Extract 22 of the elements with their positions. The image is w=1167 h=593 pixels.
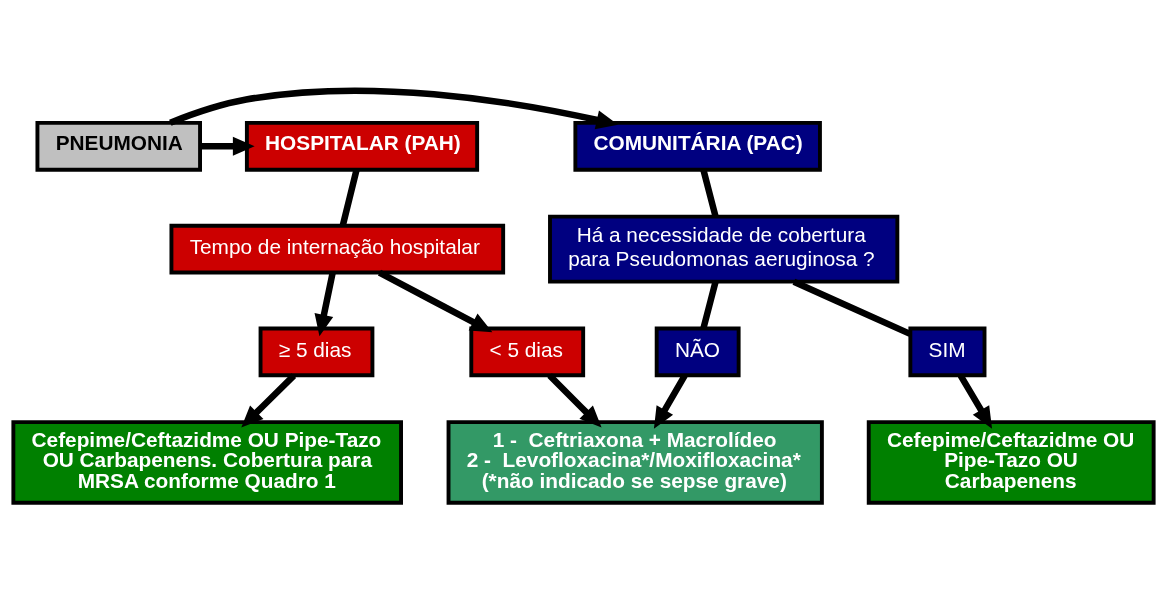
- connector: [700, 281, 719, 329]
- arrow: [169, 87, 619, 130]
- arrow: [314, 272, 336, 337]
- node-box: < 5 dias: [469, 326, 586, 378]
- connector: [339, 169, 360, 227]
- arrow: [377, 269, 493, 333]
- arrow: [547, 373, 602, 428]
- node-box: COMUNITÁRIA (PAC): [573, 120, 822, 172]
- arrow: [241, 373, 297, 428]
- node-box: Há a necessidade de cobertura para Pseudomonas aeruginosa ?: [548, 214, 900, 284]
- node-box: 1 - Ceftriaxona + Macrolídeo 2 - Levofloxacina*/Moxifloxacina* (*não indicado se sepse grave): [446, 420, 824, 505]
- node-box: Tempo de internação hospitalar: [169, 223, 506, 275]
- connector: [792, 278, 912, 337]
- arrow: [200, 136, 255, 156]
- node-box: ≥ 5 dias: [258, 326, 375, 378]
- node-box: Cefepime/Ceftazidme OU Pipe-Tazo OU Carbapenens. Cobertura para MRSA conforme Quadro 1: [11, 420, 403, 505]
- node-box: Cefepime/Ceftazidme OU Pipe-Tazo OU Carbapenens: [866, 420, 1156, 505]
- connector: [700, 169, 719, 218]
- node-box: SIM: [908, 326, 987, 378]
- node-box: PNEUMONIA: [35, 120, 202, 172]
- node-box: HOSPITALAR (PAH): [244, 120, 480, 172]
- node-box: NÃO: [654, 326, 741, 378]
